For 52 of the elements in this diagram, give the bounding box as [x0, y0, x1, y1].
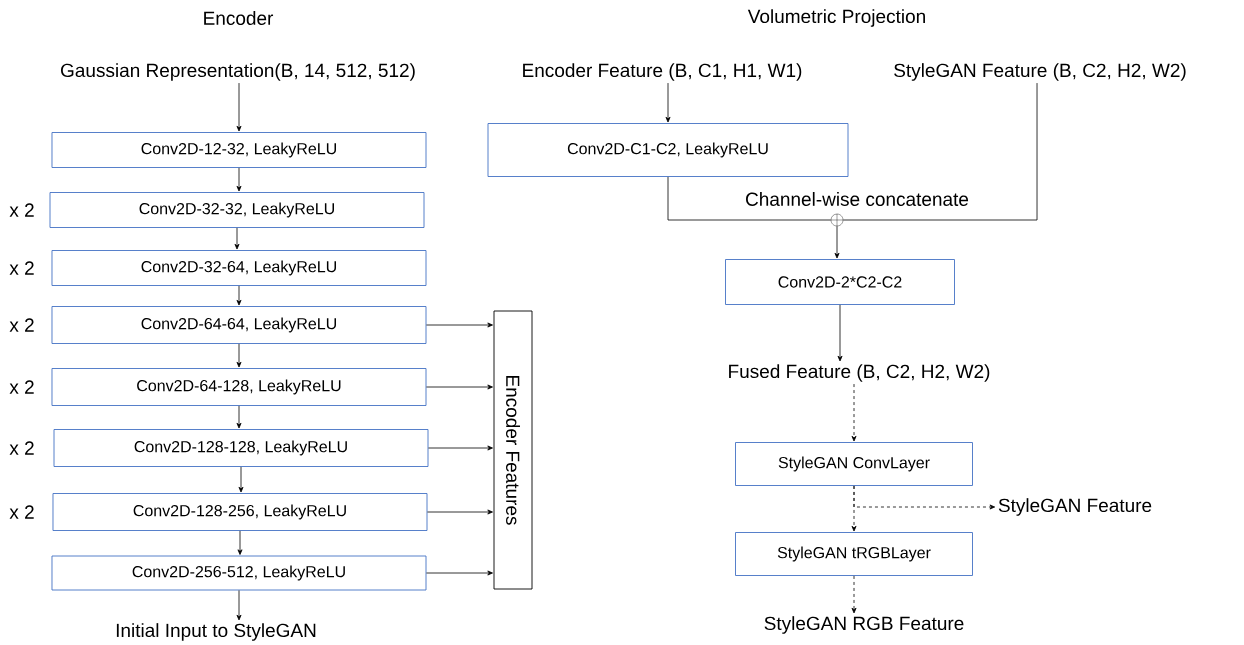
connector-line: [842, 82, 1038, 221]
repeat-label: x 2: [9, 441, 34, 455]
arrow: [237, 530, 243, 555]
process-box: Conv2D-128-128, LeakyReLU: [53, 429, 429, 467]
concat-symbol: [830, 213, 844, 227]
arrow: [236, 82, 242, 132]
repeat-label: x 2: [9, 261, 34, 275]
section-title: Encoder: [204, 11, 274, 25]
dashed-arrow: [851, 383, 857, 442]
repeat-label: x 2: [9, 318, 34, 332]
arrow: [428, 445, 493, 451]
connector-line: [667, 176, 832, 221]
process-box: StyleGAN ConvLayer: [735, 442, 973, 486]
process-box: Conv2D-64-64, LeakyReLU: [51, 306, 427, 344]
output-label: Initial Input to StyleGAN: [116, 623, 316, 641]
arrow: [426, 322, 493, 328]
repeat-label: x 2: [9, 203, 34, 217]
section-title: Volumetric Projection: [747, 9, 925, 27]
feature-box: Encoder Features: [493, 310, 533, 590]
process-box: Conv2D-12-32, LeakyReLU: [51, 132, 427, 168]
arrow: [427, 509, 493, 515]
feature-label: Fused Feature (B, C2, H2, W2): [729, 364, 990, 382]
arrow: [236, 343, 242, 368]
dashed-arrow: [851, 575, 857, 614]
arrow: [236, 285, 242, 306]
operation-label: Channel-wise concatenate: [746, 192, 969, 206]
process-box: Conv2D-C1-C2, LeakyReLU: [487, 123, 849, 177]
process-box: Conv2D-2*C2-C2: [725, 259, 955, 305]
input-label: Encoder Feature (B, C1, H1, W1): [523, 63, 802, 81]
arrow: [426, 384, 493, 390]
process-box: Conv2D-256-512, LeakyReLU: [51, 555, 427, 591]
arrow: [837, 304, 843, 362]
input-label: StyleGAN Feature (B, C2, H2, W2): [894, 63, 1186, 81]
input-label: Gaussian Representation(B, 14, 512, 512): [61, 63, 415, 81]
arrow: [238, 466, 244, 493]
arrow: [236, 590, 242, 621]
dashed-arrow: [853, 485, 996, 510]
process-box: Conv2D-32-32, LeakyReLU: [49, 192, 425, 228]
repeat-label: x 2: [9, 505, 34, 519]
arrow: [665, 82, 671, 123]
arrow: [234, 227, 240, 250]
process-box: Conv2D-64-128, LeakyReLU: [51, 368, 427, 406]
arrow: [236, 405, 242, 429]
process-box: Conv2D-128-256, LeakyReLU: [52, 493, 428, 531]
process-box: Conv2D-32-64, LeakyReLU: [51, 250, 427, 286]
output-label: StyleGAN RGB Feature: [764, 616, 964, 634]
output-label: StyleGAN Feature: [998, 498, 1152, 516]
arrow: [236, 167, 242, 192]
repeat-label: x 2: [9, 380, 34, 394]
arrow: [426, 570, 493, 576]
arrow: [834, 225, 840, 259]
process-box: StyleGAN tRGBLayer: [735, 532, 973, 576]
